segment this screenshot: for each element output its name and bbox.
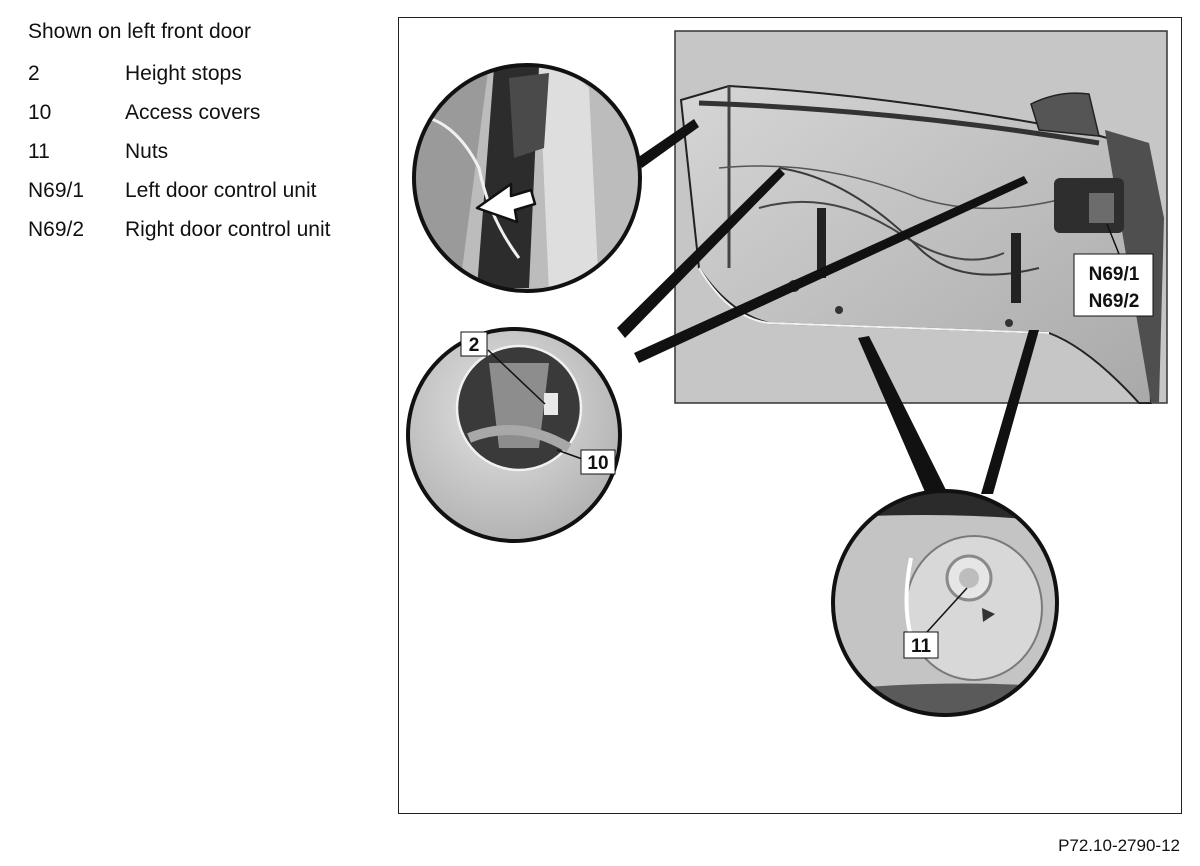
legend-label: Right door control unit	[125, 218, 331, 241]
legend-code: N69/1	[28, 179, 85, 202]
legend-item: N69/2 Right door control unit	[28, 218, 330, 257]
figure-frame: N69/1 N69/2	[398, 17, 1182, 814]
door-photo: N69/1 N69/2	[674, 30, 1168, 404]
legend-item: N69/1 Left door control unit	[28, 179, 330, 218]
detail-circle	[412, 63, 642, 293]
callout-label: 2	[469, 335, 480, 356]
legend-code: 11	[28, 140, 50, 163]
legend-code: 2	[28, 62, 40, 85]
callout-label: 11	[911, 636, 932, 657]
detail-circle: 11	[831, 489, 1059, 717]
legend-label: Nuts	[125, 140, 169, 163]
callout-box	[903, 631, 939, 659]
callout-label: N69/1	[1089, 264, 1140, 285]
callout-label: 10	[587, 453, 608, 474]
legend: Shown on left front door 2 Height stops …	[28, 20, 330, 257]
legend-code: N69/2	[28, 218, 85, 241]
callout-box	[1073, 253, 1154, 317]
callout-label: N69/2	[1089, 291, 1140, 312]
detail-circle: 2 10	[406, 327, 622, 543]
legend-item: 2 Height stops	[28, 62, 330, 101]
door-illustration: N69/1 N69/2	[406, 30, 1168, 717]
leader-lines	[617, 119, 1039, 494]
legend-code: 10	[28, 101, 52, 124]
legend-label: Height stops	[125, 62, 242, 85]
figure-id: P72.10-2790-12	[1058, 836, 1180, 855]
legend-label: Access covers	[125, 101, 261, 124]
legend-item: 10 Access covers	[28, 101, 330, 140]
callout-box	[460, 331, 488, 357]
callout-box	[580, 449, 616, 475]
legend-item: 11 Nuts	[28, 140, 330, 179]
legend-caption: Shown on left front door	[28, 20, 251, 43]
legend-label: Left door control unit	[125, 179, 317, 202]
